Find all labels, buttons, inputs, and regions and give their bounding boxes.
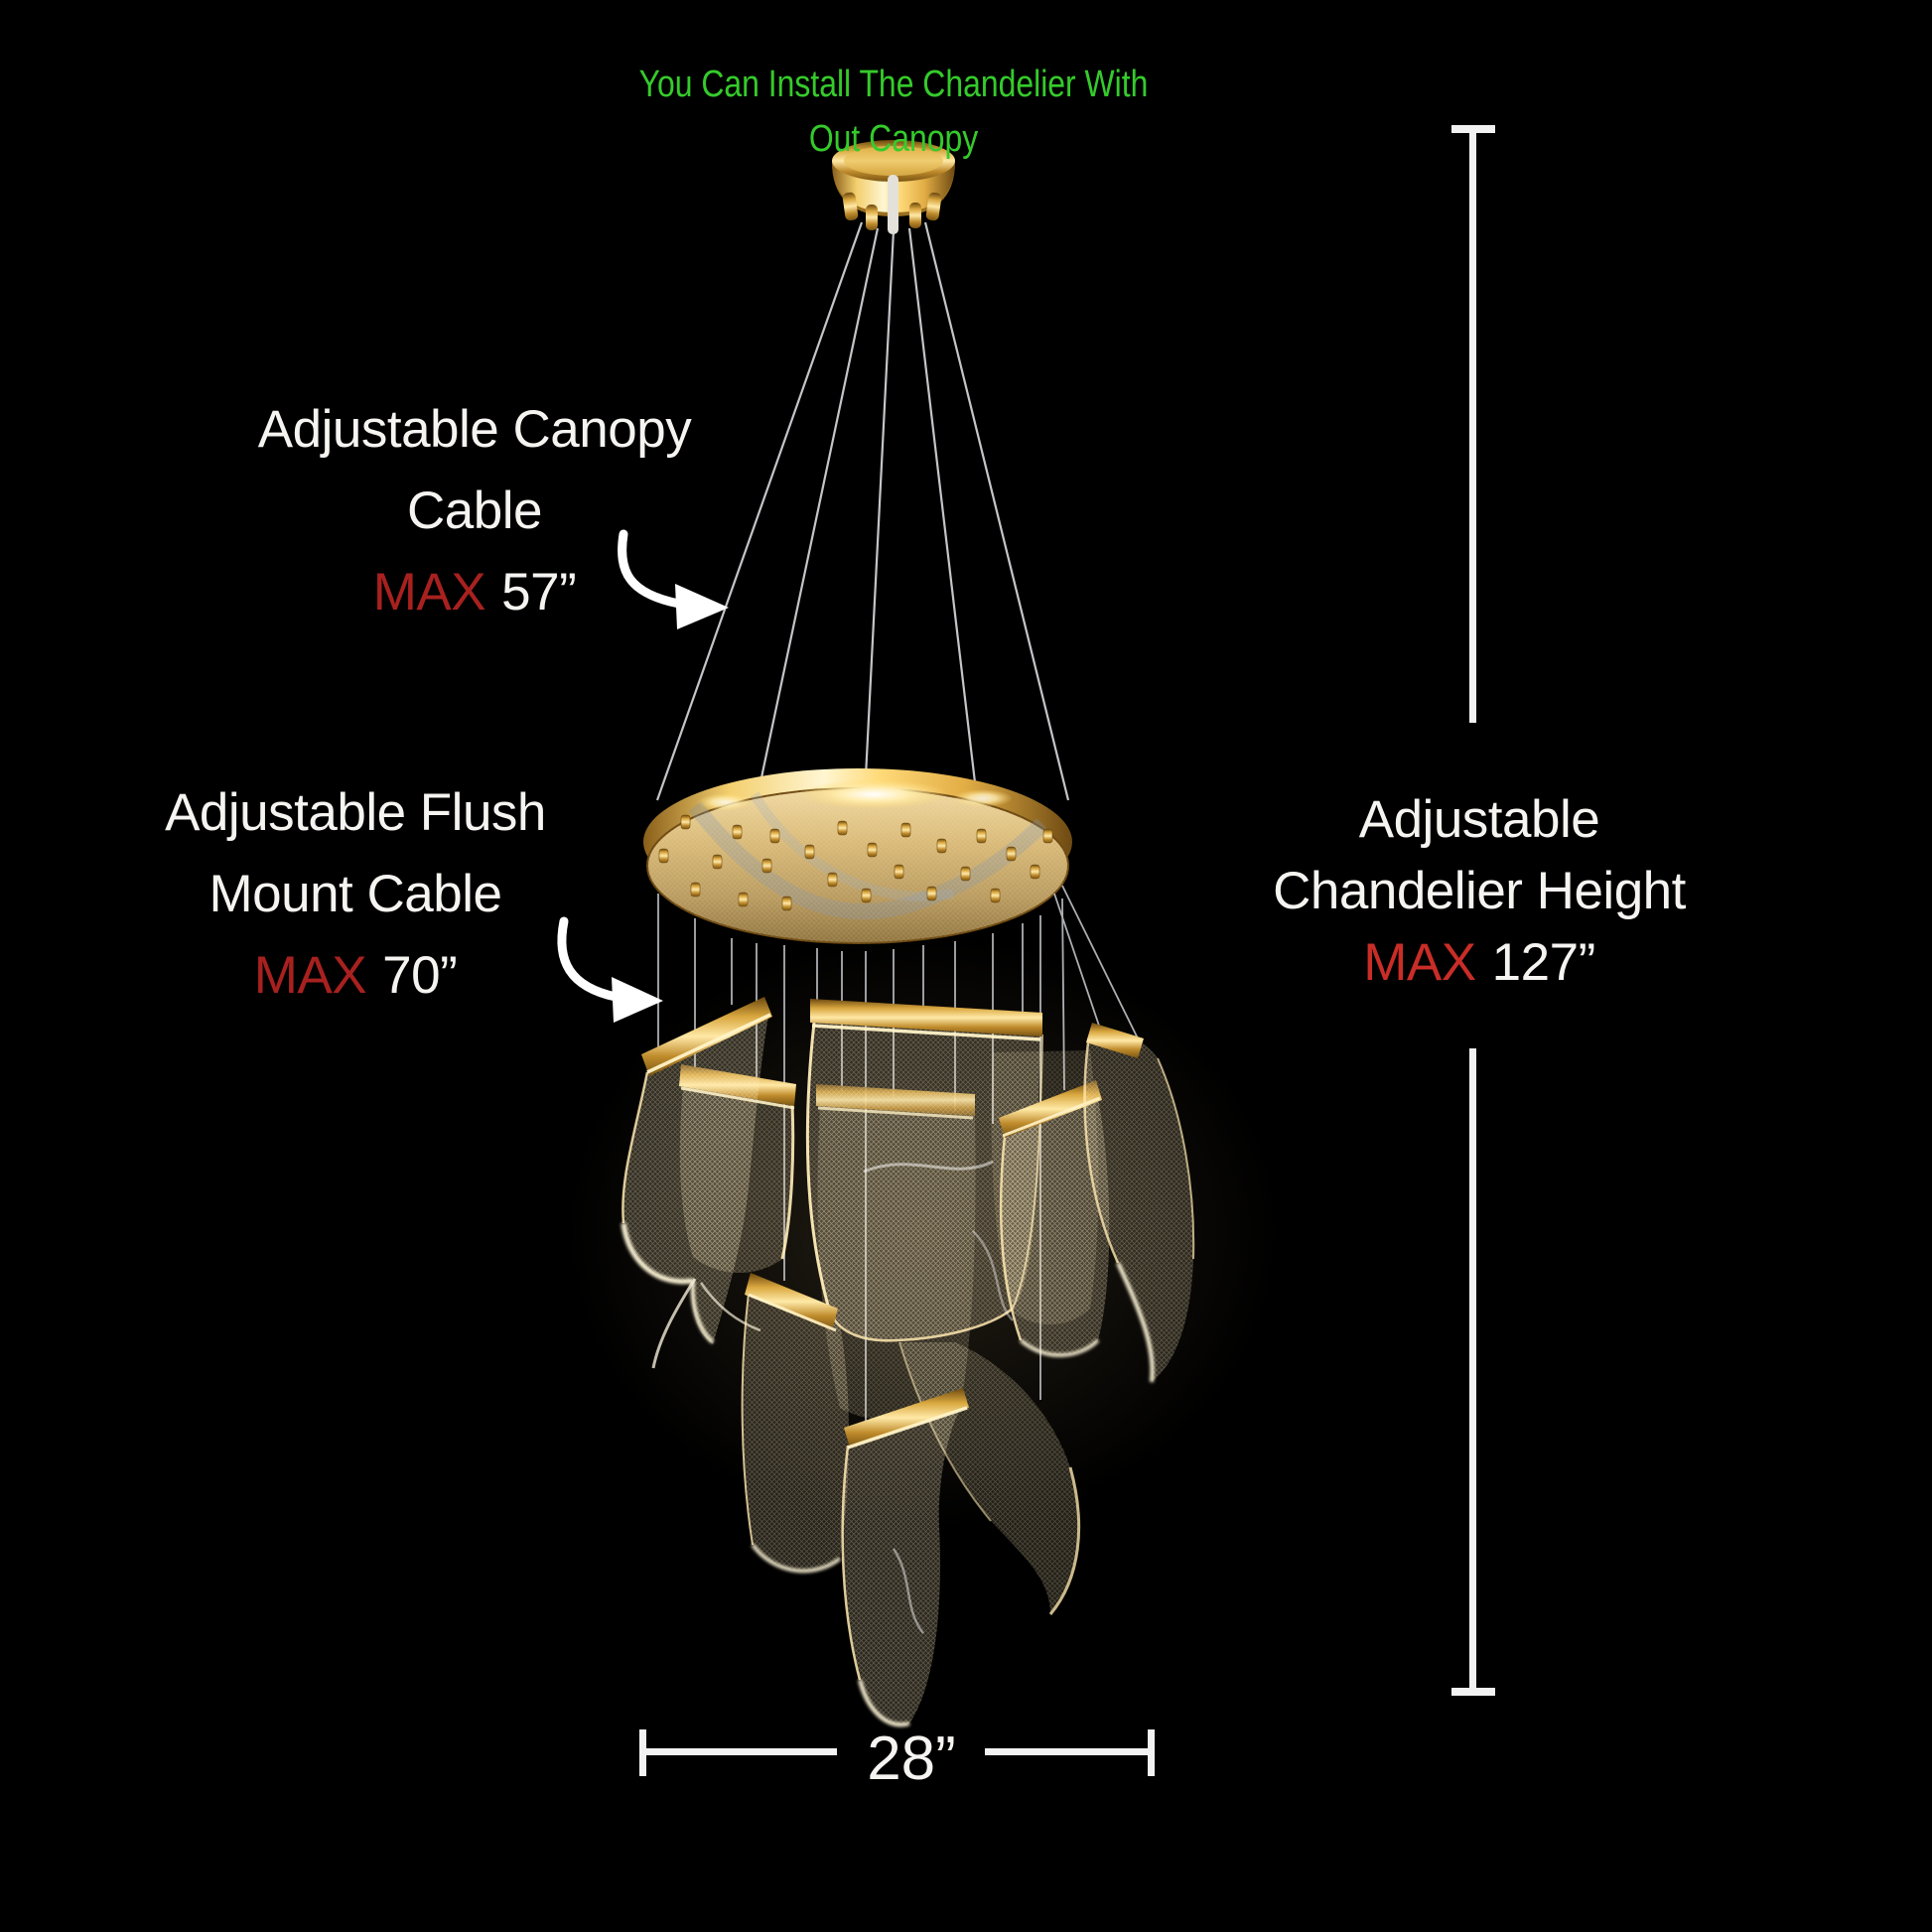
panel-bottom-center xyxy=(841,1388,969,1727)
max-label: MAX xyxy=(372,563,486,621)
label-flush-mount-line1: Adjustable Flush xyxy=(165,783,546,842)
height-dim-line-upper xyxy=(1469,131,1476,723)
label-height-max-line: MAX 127” xyxy=(1181,927,1777,999)
install-note: You Can Install The Chandelier With Out … xyxy=(560,58,1227,167)
mounting-plate xyxy=(643,768,1072,944)
install-note-line1: You Can Install The Chandelier With xyxy=(638,64,1149,105)
cable-grippers xyxy=(658,814,1053,911)
panel-center-main xyxy=(805,999,1043,1342)
ceiling-canopy xyxy=(832,140,955,234)
max-label: MAX xyxy=(253,946,367,1005)
label-canopy-cable-max-line: MAX 57” xyxy=(177,552,772,633)
label-height-line2: Chandelier Height xyxy=(1273,862,1686,920)
label-chandelier-height: Adjustable Chandelier Height MAX 127” xyxy=(1181,784,1777,999)
reflection-wisps xyxy=(863,1160,1014,1634)
width-dim-line-left xyxy=(646,1748,837,1755)
max-value: 70” xyxy=(382,946,458,1005)
max-label: MAX xyxy=(1363,933,1476,992)
panel-left-main xyxy=(621,997,772,1369)
install-note-line2: Out Canopy xyxy=(808,118,979,160)
panel-far-right xyxy=(1083,1023,1195,1383)
curved-arrow-canopy-icon xyxy=(618,529,729,629)
max-value: 127” xyxy=(1491,933,1596,992)
height-dim-line-lower xyxy=(1469,1048,1476,1690)
label-flush-mount-line2: Mount Cable xyxy=(208,865,502,923)
mesh-panels xyxy=(621,997,1195,1727)
width-dim-line-right xyxy=(985,1748,1148,1755)
width-dim-value: 28” xyxy=(867,1725,956,1793)
label-canopy-cable-line2: Cable xyxy=(407,482,542,540)
height-dim-bottom-cap xyxy=(1451,1688,1495,1696)
label-height-line1: Adjustable xyxy=(1358,790,1600,849)
label-flush-mount-max-line: MAX 70” xyxy=(58,935,653,1017)
max-value: 57” xyxy=(501,563,577,621)
label-canopy-cable: Adjustable Canopy Cable MAX 57” xyxy=(177,389,772,633)
label-flush-mount: Adjustable Flush Mount Cable MAX 70” xyxy=(58,772,653,1017)
canopy-cables xyxy=(655,221,1070,801)
height-dim-top-cap xyxy=(1451,125,1495,133)
width-dim-right-tick xyxy=(1148,1729,1155,1776)
width-dim-left-tick xyxy=(639,1729,646,1776)
panel-bottom-left xyxy=(741,1273,849,1573)
label-canopy-cable-line1: Adjustable Canopy xyxy=(257,400,692,459)
curved-arrow-flush-icon xyxy=(557,916,663,1023)
panel-right xyxy=(999,1080,1110,1357)
